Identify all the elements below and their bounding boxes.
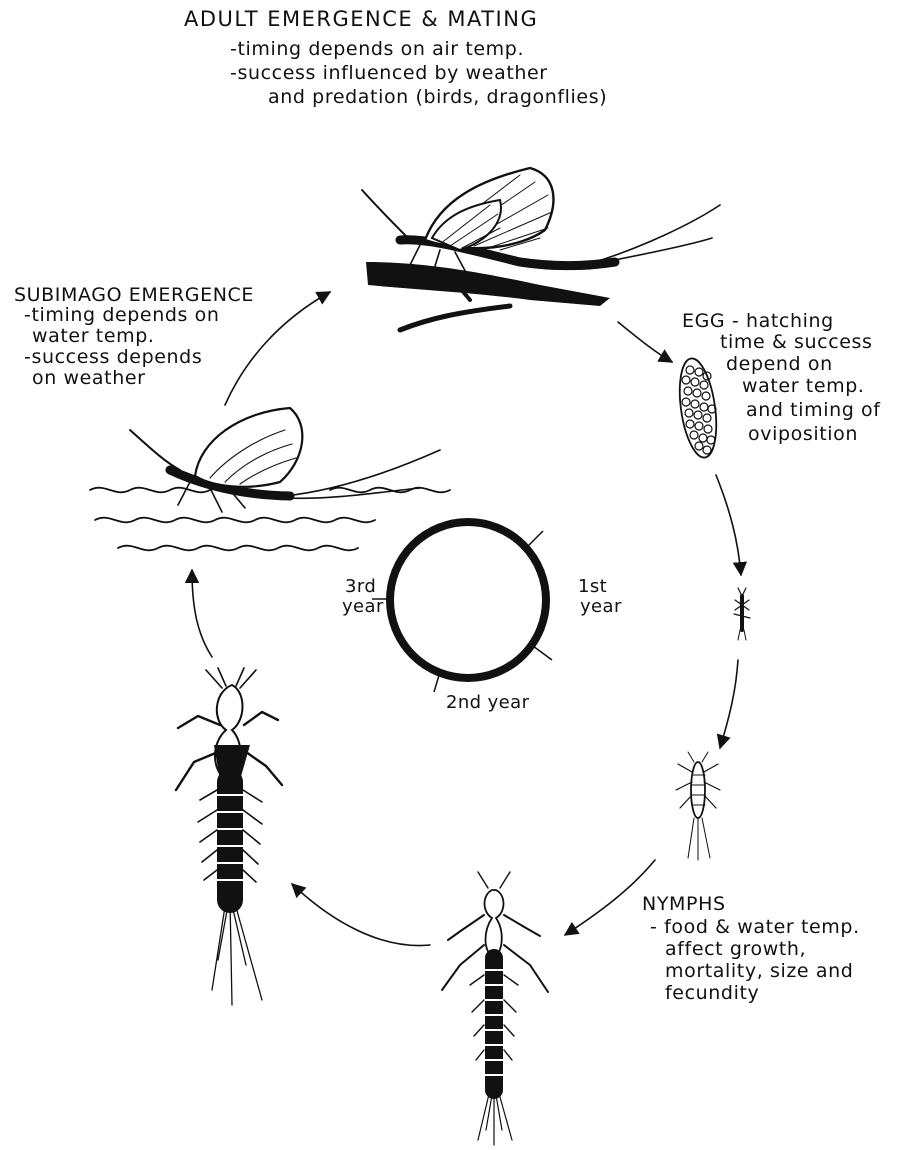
mid-nymph-illustration — [442, 872, 548, 1145]
egg-title: EGG - hatching — [682, 312, 834, 332]
year-ring — [372, 522, 552, 692]
subimago-timing-note: -timing depends on — [24, 306, 220, 326]
subimago-water-note: water temp. — [32, 327, 155, 347]
arrow-larva-to-nymph — [720, 660, 738, 748]
nymphs-title: NYMPHS — [642, 895, 726, 915]
arrow-subimago-to-adult — [225, 292, 330, 405]
nymphs-note-line: - food & water temp. — [650, 918, 860, 938]
subimago-illustration — [90, 408, 450, 550]
arrow-mid-to-mature-nymph — [292, 884, 430, 946]
egg-note-line: oviposition — [748, 425, 858, 445]
nymphs-note-line: fecundity — [665, 984, 759, 1004]
arrow-nymph-to-subimago — [192, 570, 212, 657]
arrow-adult-to-egg — [618, 322, 672, 362]
egg-cluster-illustration — [674, 356, 722, 460]
adult-timing-note: -timing depends on air temp. — [230, 40, 524, 60]
mature-nymph-illustration — [176, 668, 282, 1005]
tick-mark — [533, 646, 552, 660]
adult-predation-note: and predation (birds, dragonflies) — [268, 88, 607, 108]
nymphs-note-line: affect growth, — [665, 940, 806, 960]
arrow-egg-to-larva — [716, 475, 741, 575]
egg-note-line: water temp. — [742, 377, 865, 397]
third-year-label-top: 3rd — [345, 578, 376, 597]
tick-mark — [527, 531, 543, 547]
first-year-label-bottom: year — [580, 598, 622, 617]
subimago-weather-note: on weather — [32, 369, 146, 389]
larva-illustration — [734, 588, 750, 640]
egg-note-line: depend on — [726, 355, 833, 375]
egg-note-line: and timing of — [746, 401, 881, 421]
adult-emergence-title: ADULT EMERGENCE & MATING — [184, 8, 538, 30]
third-year-label-bottom: year — [342, 598, 384, 617]
second-year-label: 2nd year — [446, 694, 529, 713]
egg-note-line: time & success — [720, 333, 873, 353]
small-nymph-illustration — [676, 752, 720, 860]
subimago-success-note: -success depends — [24, 348, 202, 368]
adult-success-note: -success influenced by weather — [230, 64, 548, 84]
nymphs-note-line: mortality, size and — [665, 962, 853, 982]
cycle-arrows — [192, 292, 741, 946]
adult-mayfly-illustration — [362, 168, 720, 330]
first-year-label-top: 1st — [578, 578, 607, 597]
subimago-title: SUBIMAGO EMERGENCE — [14, 286, 254, 306]
